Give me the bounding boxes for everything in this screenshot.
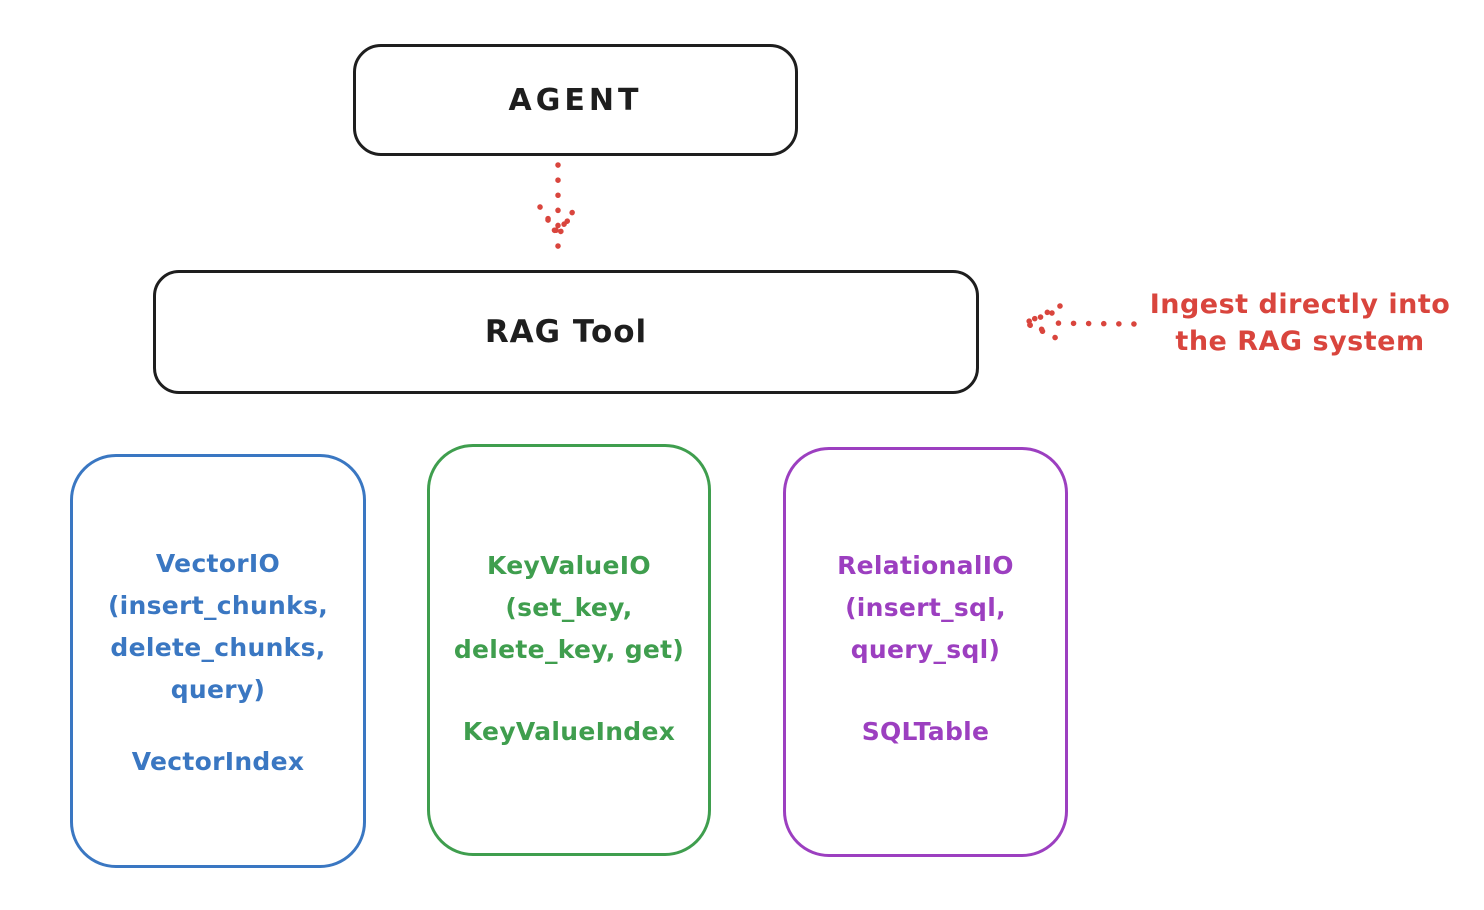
vector-index-label: VectorIndex	[131, 747, 305, 776]
agent-to-rag-dotted-arrow-icon	[537, 162, 579, 250]
agent-box: AGENT	[353, 44, 798, 156]
ingest-dotted-arrow-icon	[1015, 303, 1137, 343]
rag-tool-label: RAG Tool	[484, 314, 648, 350]
vector-io-methods-line2: delete_chunks,	[110, 633, 326, 662]
vector-io-box: VectorIO (insert_chunks, delete_chunks, …	[70, 454, 366, 868]
keyvalue-io-box: KeyValueIO (set_key, delete_key, get) Ke…	[427, 444, 711, 856]
agent-label: AGENT	[508, 82, 643, 118]
rag-tool-box: RAG Tool	[153, 270, 979, 394]
vector-io-title: VectorIO	[155, 549, 281, 578]
relational-io-box: RelationalIO (insert_sql, query_sql) SQL…	[783, 447, 1068, 857]
ingest-annotation: Ingest directly into the RAG system	[1128, 286, 1472, 360]
ingest-annotation-line1: Ingest directly into	[1149, 289, 1451, 320]
keyvalue-io-methods-line1: (set_key,	[505, 593, 633, 622]
relational-io-methods-line1: (insert_sql,	[845, 593, 1006, 622]
keyvalue-io-title: KeyValueIO	[487, 551, 651, 580]
relational-io-methods-line2: query_sql)	[850, 635, 1001, 664]
sql-table-label: SQLTable	[861, 717, 990, 746]
keyvalue-index-label: KeyValueIndex	[462, 717, 676, 746]
vector-io-methods-line1: (insert_chunks,	[107, 591, 329, 620]
relational-io-title: RelationalIO	[837, 551, 1014, 580]
keyvalue-io-methods-line2: delete_key, get)	[453, 635, 685, 664]
vector-io-methods-line3: query)	[170, 675, 266, 704]
ingest-annotation-line2: the RAG system	[1175, 326, 1425, 357]
